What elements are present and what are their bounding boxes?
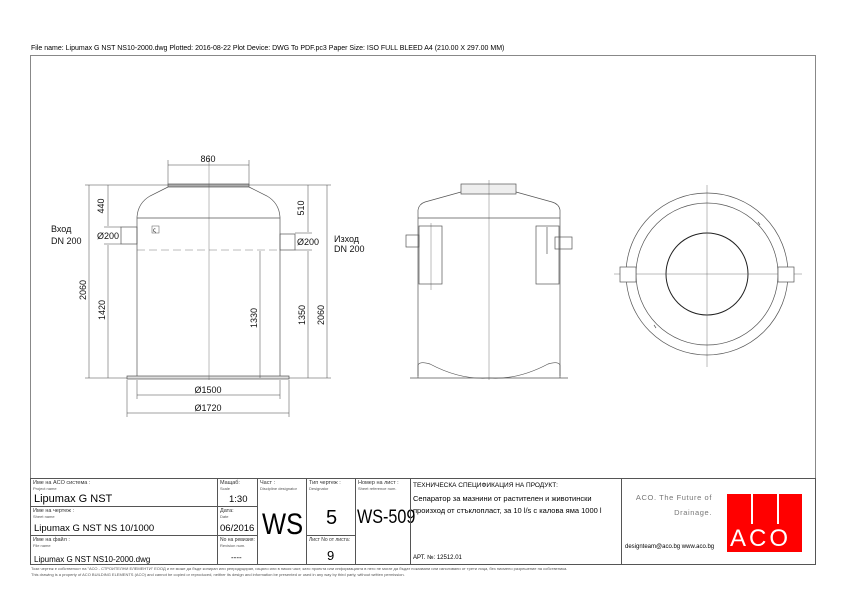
project-sub: Project name	[33, 486, 57, 491]
revision-label: No на ревизия:	[220, 537, 255, 543]
revision-cell: No на ревизия: Revision num. ----	[217, 535, 258, 565]
outlet-diameter: Ø200	[297, 237, 319, 247]
outlet-dn: DN 200	[334, 244, 365, 254]
discipline-label: Част :	[260, 480, 276, 486]
inlet-diameter: Ø200	[97, 231, 119, 241]
file-label: Име на файл :	[33, 537, 70, 543]
designator-value: 5	[326, 507, 338, 529]
discipline-sub: Discipline designator	[260, 486, 297, 491]
date-value: 06/2016	[220, 523, 255, 534]
dim-1350: 1350	[297, 305, 307, 325]
company-cell: ACO. The Future of Drainage. designteam@…	[621, 478, 816, 565]
scale-label: Мащаб:	[220, 480, 240, 486]
date-cell: Дата: Date 06/2016	[217, 506, 258, 536]
spec-line-1: Сепаратор за мазнини от растителен и жив…	[413, 494, 592, 503]
spec-title: ТЕХНИЧЕСКА СПЕЦИФИКАЦИЯ НА ПРОДУКТ:	[413, 482, 558, 489]
designator-cell: Тип чертеж : Designator 5	[306, 478, 356, 536]
logo-text: ACO	[730, 525, 792, 552]
dim-2060-right: 2060	[316, 305, 326, 325]
dim-1500: Ø1500	[194, 385, 221, 395]
revision-value: ----	[231, 553, 242, 562]
revision-sub: Revision num.	[220, 543, 246, 548]
sheet-name-cell: Име на чертеж : Sheet name Lipumax G NST…	[30, 506, 218, 536]
sheet-count-value: 9	[327, 548, 335, 563]
side-view	[405, 180, 573, 380]
dim-1330: 1330	[249, 308, 259, 328]
inlet-label: Вход	[51, 224, 72, 234]
date-sub: Date	[220, 514, 229, 519]
sheet-sub: Sheet name	[33, 514, 55, 519]
sheet-label: Име на чертеж :	[33, 508, 74, 514]
slogan-line-1: ACO. The Future of	[635, 493, 712, 502]
sheet-ref-sub: Sheet reference num.	[358, 486, 397, 491]
outlet-pipe	[279, 233, 296, 251]
inlet-pipe	[120, 226, 138, 245]
sheet-ref-cell: Номер на лист : Sheet reference num. WS-…	[355, 478, 415, 565]
manhole-cover	[167, 183, 250, 188]
designator-sub: Designator	[309, 486, 329, 491]
slogan-line-2: Drainage.	[674, 508, 712, 517]
project-label: Име на ACO система :	[33, 480, 91, 486]
sheet-count-label: Лист No от листа:	[309, 537, 350, 543]
dim-860: 860	[200, 154, 215, 164]
aco-logo: ACO	[727, 494, 802, 552]
copyright-bg: Този чертеж е собственост на "АСО - СТРО…	[31, 566, 568, 571]
sheet-ref-label: Номер на лист :	[358, 480, 399, 486]
inlet-dn: DN 200	[51, 236, 82, 246]
front-view	[85, 155, 331, 417]
dim-1420: 1420	[97, 300, 107, 320]
article-number: АРТ. №: 12512.01	[413, 555, 462, 561]
project-value: Lipumax G NST	[34, 493, 113, 505]
spec-cell: ТЕХНИЧЕСКА СПЕЦИФИКАЦИЯ НА ПРОДУКТ: Сепа…	[410, 478, 622, 565]
designator-label: Тип чертеж :	[309, 480, 341, 486]
file-sub: File name	[33, 543, 51, 548]
copyright-en: This drawing is a property of ACO BUILDI…	[31, 572, 405, 577]
scale-sub: Scale	[220, 486, 231, 491]
top-view	[614, 185, 802, 367]
outlet-label: Изход	[334, 234, 360, 244]
tank-outline	[136, 186, 281, 378]
dim-510: 510	[296, 200, 306, 215]
discipline-cell: Част : Discipline designator WS	[257, 478, 307, 565]
dim-2060-left: 2060	[78, 280, 88, 300]
base-plate	[126, 375, 290, 380]
dim-440: 440	[96, 198, 106, 213]
marker: ς	[153, 228, 156, 234]
spec-line-2: произход от стъклопласт, за 10 l/s с кал…	[413, 506, 602, 515]
project-name-cell: Име на ACO система : Project name Lipuma…	[30, 478, 218, 507]
dim-1720: Ø1720	[194, 403, 221, 413]
plot-info-header: File name: Lipumax G NST NS10-2000.dwg P…	[31, 45, 505, 52]
sheet-value: Lipumax G NST NS 10/1000	[34, 523, 155, 534]
scale-value: 1:30	[229, 494, 248, 505]
discipline-value: WS	[262, 508, 304, 541]
sheet-ref-value: WS-509	[357, 507, 416, 528]
sheet-count-cell: Лист No от листа: 9	[306, 535, 356, 565]
scale-cell: Мащаб: Scale 1:30	[217, 478, 258, 507]
file-value: Lipumax G NST NS10-2000.dwg	[34, 555, 151, 564]
file-name-cell: Име на файл : File name Lipumax G NST NS…	[30, 535, 218, 565]
contact-info: designteam@aco.bg www.aco.bg	[625, 544, 715, 550]
date-label: Дата:	[220, 508, 234, 514]
